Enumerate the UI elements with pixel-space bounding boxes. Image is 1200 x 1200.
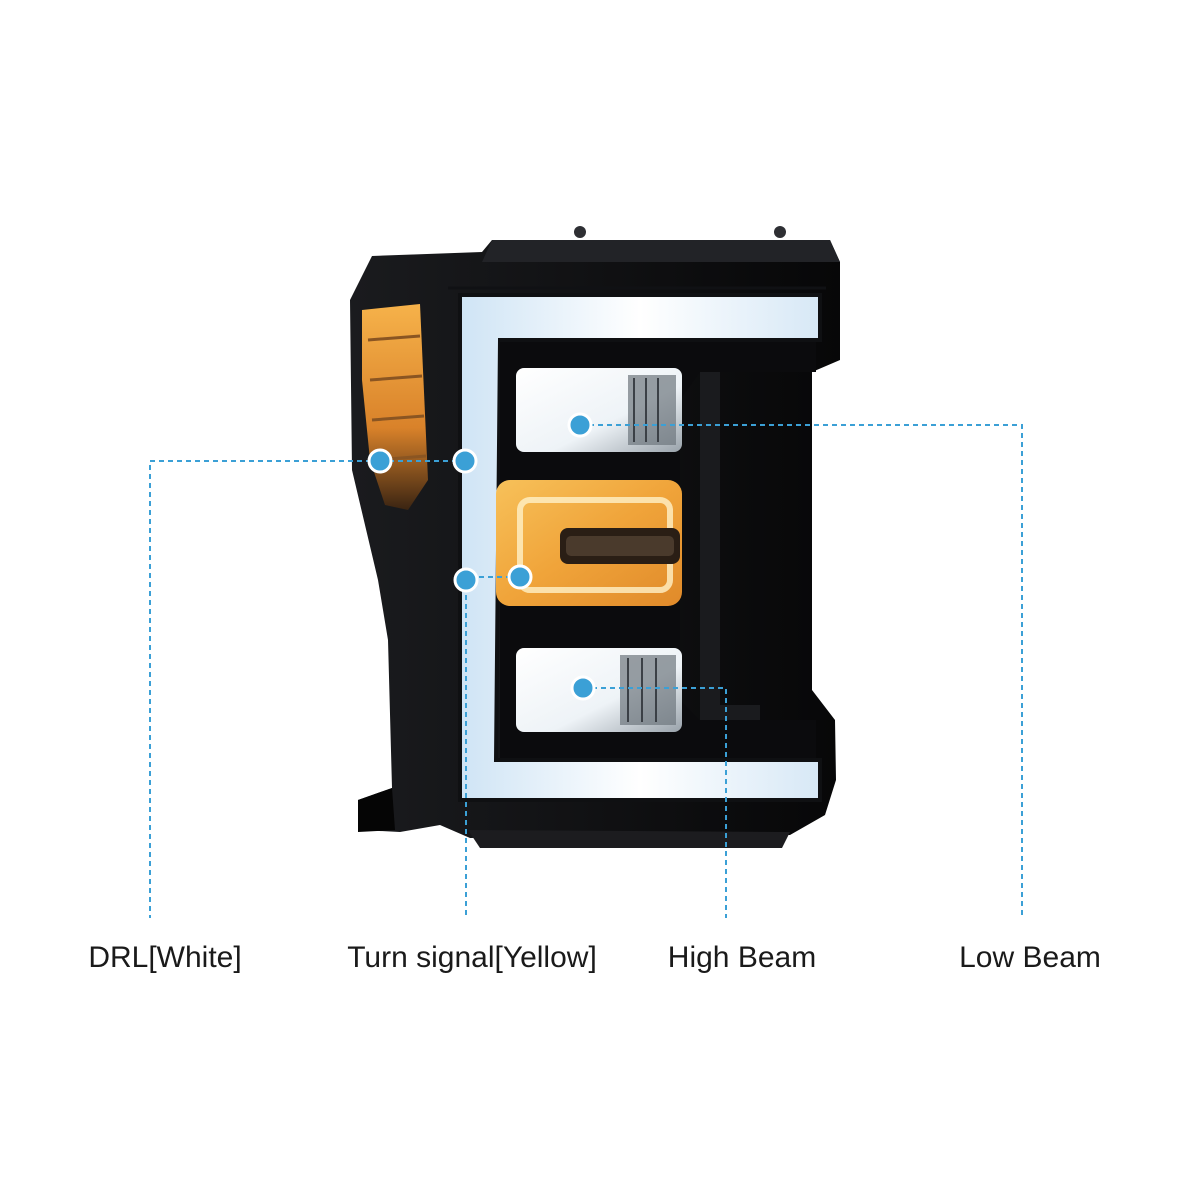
callout-dots <box>367 412 596 701</box>
low-beam-label: Low Beam <box>959 941 1101 974</box>
drl-label: DRL[White] <box>88 941 242 974</box>
upper-reflector <box>516 368 682 452</box>
drl-dot-left <box>367 448 393 474</box>
turn-signal-label: Turn signal[Yellow] <box>347 941 597 974</box>
drl-callout-line <box>149 460 380 918</box>
high-beam-label: High Beam <box>667 941 817 974</box>
drl-dot-right <box>452 448 478 474</box>
high-beam-dot <box>570 675 596 701</box>
drl-light-guide <box>448 286 826 802</box>
high-beam-callout-line <box>583 687 727 918</box>
low-beam-dot <box>567 412 593 438</box>
low-beam-callout-line <box>580 424 1023 918</box>
turn-signal-dot-left <box>453 567 479 593</box>
center-amber-lens <box>496 480 682 606</box>
turn-signal-dot-right <box>507 564 533 590</box>
lower-reflector <box>516 648 682 732</box>
